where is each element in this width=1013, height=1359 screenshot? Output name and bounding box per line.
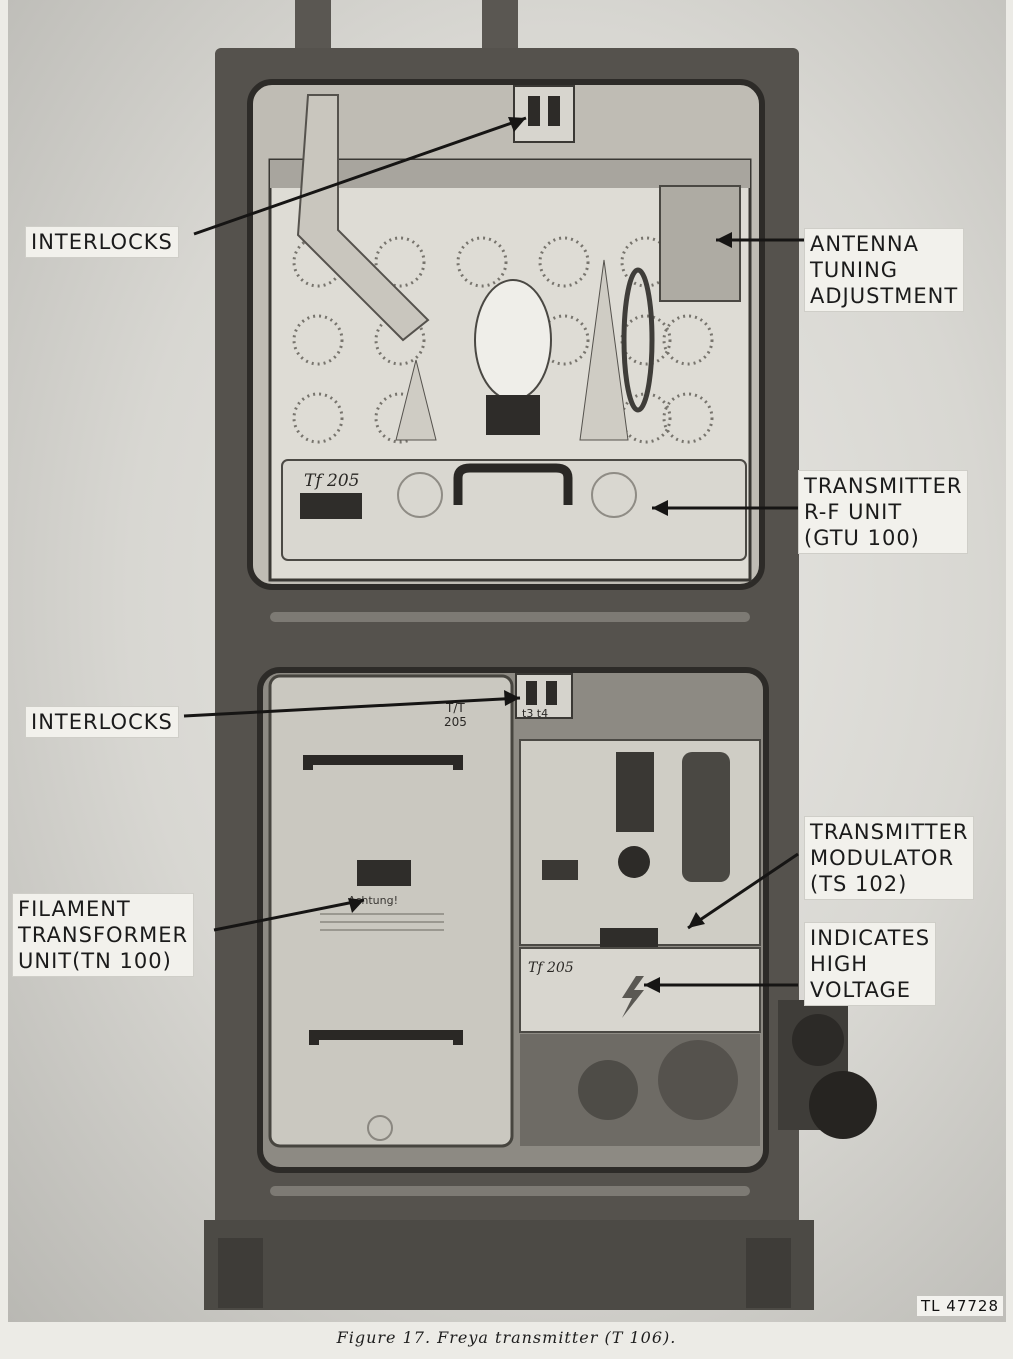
label-interlocks-upper: INTERLOCKS	[25, 226, 179, 258]
interlock-terminals: t3 t4	[522, 707, 548, 720]
rf-unit-plate: Tf 205	[304, 471, 359, 491]
label-high-voltage: INDICATES HIGH VOLTAGE	[804, 922, 937, 1006]
figure-caption: Figure 17. Freya transmitter (T 106).	[336, 1328, 677, 1347]
label-transmitter-modulator: TRANSMITTER MODULATOR (TS 102)	[804, 816, 975, 900]
modulator-plate: Tf 205	[528, 960, 574, 976]
photo-code: TL 47728	[916, 1296, 1003, 1316]
label-filament-transformer-unit: FILAMENT TRANSFORMER UNIT(TN 100)	[12, 893, 195, 977]
label-interlocks-lower: INTERLOCKS	[25, 706, 179, 738]
label-antenna-tuning-adjustment: ANTENNA TUNING ADJUSTMENT	[804, 228, 965, 312]
label-transmitter-rf-unit: TRANSMITTER R-F UNIT (GTU 100)	[798, 470, 969, 554]
